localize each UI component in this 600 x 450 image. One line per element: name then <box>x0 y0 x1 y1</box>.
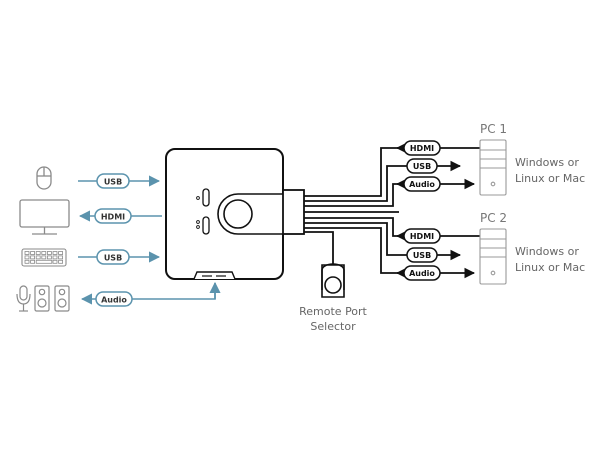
remote-selector-label-2: Selector <box>310 320 356 333</box>
pc-cable-pill: USB <box>406 247 438 263</box>
keyboard-key <box>41 255 47 260</box>
keyboard-key <box>47 251 52 255</box>
led-1 <box>196 196 200 200</box>
keyboard-key <box>47 255 52 260</box>
cable-bundle-connector <box>282 189 305 235</box>
pc-cable-pill-label: Audio <box>409 180 435 189</box>
console-pill-label: USB <box>104 254 122 263</box>
console-pill-2: USB <box>96 249 130 265</box>
led-2b <box>196 225 200 229</box>
pc-title: PC 1 <box>480 122 507 136</box>
keyboard-key <box>52 259 58 264</box>
console-pill-label: USB <box>104 178 122 187</box>
keyboard-key <box>24 259 30 264</box>
port-button-2[interactable] <box>202 216 210 235</box>
keyboard-key <box>24 251 30 255</box>
port-button-1[interactable] <box>202 188 210 207</box>
pc-os-line1: Windows or <box>515 245 579 258</box>
cable-pc1-hdmi <box>304 147 404 197</box>
console-pill-1: HDMI <box>94 208 132 224</box>
pc-os-line2: Linux or Mac <box>515 261 585 274</box>
pc-2: PC 2 Windows or Linux or Mac <box>479 211 585 285</box>
pc-tower-icon <box>479 139 507 196</box>
audio-port <box>193 271 236 280</box>
pc-cable-pill-label: HDMI <box>410 144 434 153</box>
keyboard-key <box>30 251 36 255</box>
keyboard-key <box>35 255 41 260</box>
console-pill-label: HDMI <box>101 213 125 222</box>
keyboard-key <box>52 255 58 260</box>
pc-cable-pill-label: Audio <box>409 269 435 278</box>
keyboard-key <box>58 259 63 264</box>
pc-1: PC 1 Windows or Linux or Mac <box>479 122 585 196</box>
pc-cable-pill-label: USB <box>413 251 431 260</box>
pc-os-line2: Linux or Mac <box>515 172 585 185</box>
pc-cable-pill-label: USB <box>413 162 431 171</box>
pc-cable-pill: HDMI <box>403 140 441 156</box>
remote-port-selector[interactable] <box>321 263 345 298</box>
pc-cable-pill: Audio <box>403 176 441 192</box>
cable-remote-selector <box>304 231 334 265</box>
remote-selector-label-1: Remote Port <box>299 305 367 318</box>
pc-cable-pill: Audio <box>403 265 441 281</box>
keyboard-key <box>58 255 63 260</box>
pc-tower-icon <box>479 228 507 285</box>
console-pill-3: Audio <box>95 291 133 307</box>
monitor-icon <box>19 199 70 235</box>
mic-speakers-icon <box>16 285 70 312</box>
pc-cable-pill-label: HDMI <box>410 232 434 241</box>
keyboard-key <box>30 255 36 260</box>
keyboard-key <box>30 259 36 264</box>
cable-pc2-audio <box>304 227 404 274</box>
keyboard-key <box>58 251 63 255</box>
cable-pc2-hdmi <box>304 217 404 237</box>
led-2a <box>196 220 200 224</box>
pc-title: PC 2 <box>480 211 507 225</box>
selector-dial[interactable] <box>223 199 253 229</box>
keyboard-key <box>35 251 41 255</box>
pc-cable-pill: HDMI <box>403 228 441 244</box>
pc-cable-pill: USB <box>406 158 438 174</box>
console-pill-0: USB <box>96 173 130 189</box>
keyboard-key <box>24 255 30 260</box>
keyboard-spacebar <box>35 259 53 264</box>
keyboard-key <box>52 251 58 255</box>
pc-os-line1: Windows or <box>515 156 579 169</box>
console-pill-label: Audio <box>101 296 127 305</box>
keyboard-icon <box>21 248 67 267</box>
cable-pc1-audio <box>304 183 404 207</box>
kvm-switch <box>165 148 284 280</box>
mouse-icon <box>36 166 52 190</box>
keyboard-key <box>41 251 47 255</box>
